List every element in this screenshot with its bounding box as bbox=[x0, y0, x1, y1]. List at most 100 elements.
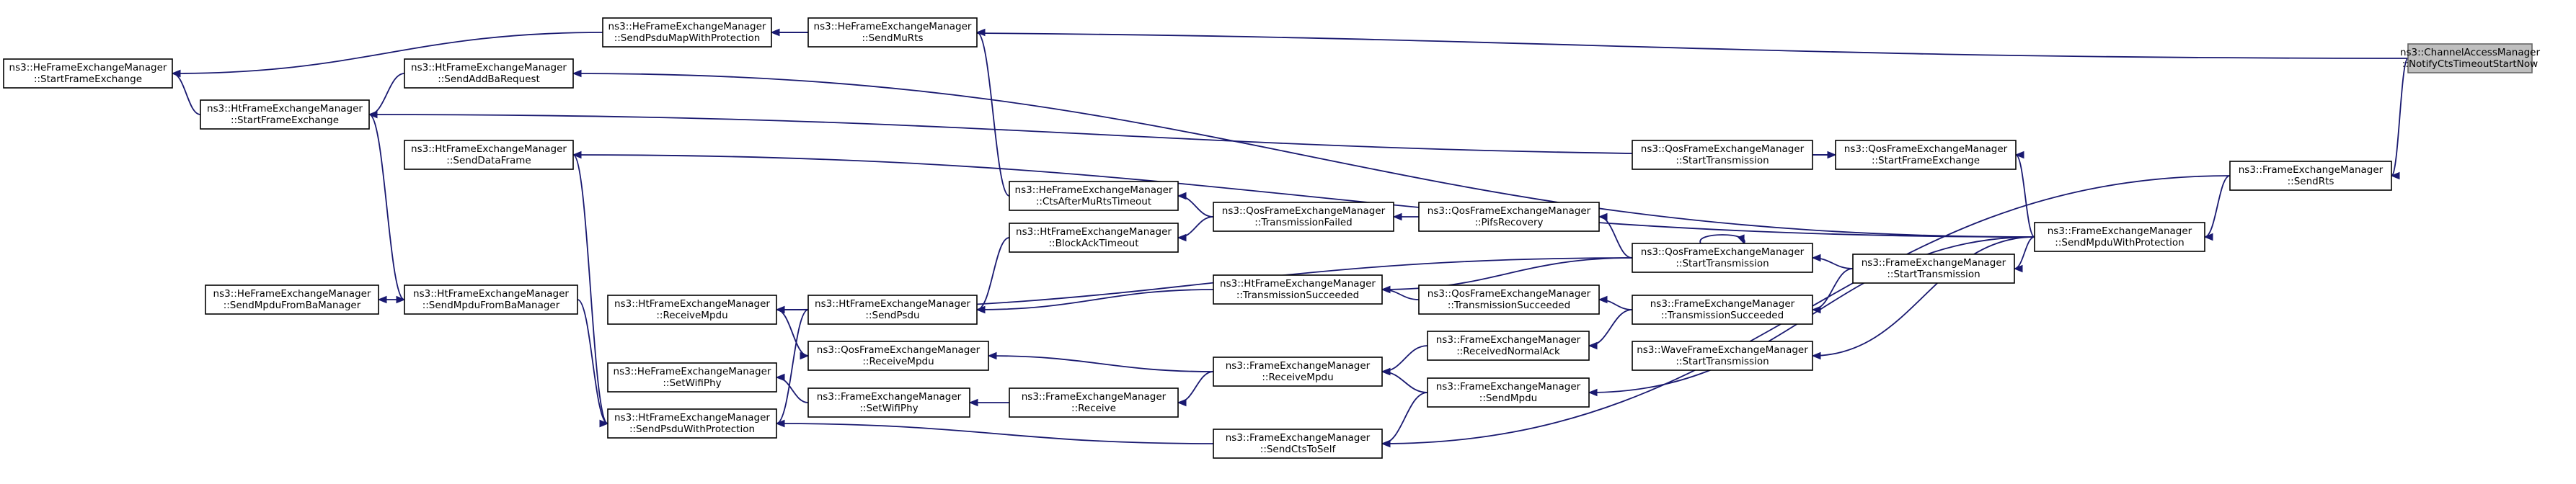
edge-hefem-smr-to-hefem-spmwp bbox=[770, 28, 808, 37]
node-label: ns3::HtFrameExchangeManager bbox=[207, 103, 363, 115]
node-htfem-sp[interactable]: ns3::HtFrameExchangeManager::SendPsdu bbox=[807, 295, 978, 325]
edge-fem-rm-to-qos-rm bbox=[987, 351, 1214, 372]
node-fem-smwp[interactable]: ns3::FrameExchangeManager::SendMpduWithP… bbox=[2034, 222, 2205, 252]
node-box bbox=[404, 284, 578, 315]
node-label: ::TransmissionFailed bbox=[1254, 217, 1352, 228]
node-box bbox=[807, 295, 978, 325]
edge-hefem-camrt-to-hefem-smr bbox=[975, 28, 1010, 197]
edge-line bbox=[1812, 236, 2035, 357]
node-box bbox=[1852, 254, 2015, 284]
node-hefem-smr[interactable]: ns3::HeFrameExchangeManager::SendMuRts bbox=[807, 17, 978, 48]
node-label: ns3::FrameExchangeManager bbox=[1862, 257, 2006, 269]
node-label: ns3::HtFrameExchangeManager bbox=[411, 143, 567, 155]
node-qos-pr[interactable]: ns3::QosFrameExchangeManager::PifsRecove… bbox=[1418, 202, 1600, 232]
edge-arrow bbox=[1598, 212, 1608, 221]
edge-fem-smwp-to-htfem-saba bbox=[572, 69, 2035, 238]
edge-line bbox=[368, 73, 405, 115]
node-label: ::SendPsdu bbox=[865, 310, 919, 321]
node-box bbox=[1213, 357, 1383, 387]
node-label: ns3::FrameExchangeManager bbox=[2048, 225, 2192, 237]
edge-htfem-rm-to-qos-rm bbox=[776, 309, 810, 360]
edge-fem-ts-to-fem-rna bbox=[1588, 309, 1633, 350]
edge-fem-rm-to-fem-recv bbox=[1177, 371, 1214, 407]
node-fem-sm[interactable]: ns3::FrameExchangeManager::SendMpdu bbox=[1427, 377, 1590, 408]
node-wave-st[interactable]: ns3::WaveFrameExchangeManager::StartTran… bbox=[1632, 341, 1813, 371]
node-htfem-sfe[interactable]: ns3::HtFrameExchangeManager::StartFrameE… bbox=[200, 99, 370, 130]
edge-qos-tf-to-hefem-camrt bbox=[1177, 192, 1214, 218]
node-box bbox=[1632, 295, 1813, 325]
node-label: ::StartFrameExchange bbox=[231, 115, 339, 126]
node-htfem-smfbm[interactable]: ns3::HtFrameExchangeManager::SendMpduFro… bbox=[404, 284, 578, 315]
edge-fem-scts-to-htfem-spwp bbox=[775, 419, 1214, 444]
node-label: ::SetWifiPhy bbox=[663, 377, 721, 389]
node-htfem-sdf[interactable]: ns3::HtFrameExchangeManager::SendDataFra… bbox=[404, 140, 574, 170]
node-label: ns3::HeFrameExchangeManager bbox=[1015, 184, 1173, 196]
node-fem-rna[interactable]: ns3::FrameExchangeManager::ReceivedNorma… bbox=[1427, 331, 1590, 361]
edge-arrow bbox=[968, 398, 978, 407]
node-hefem-sfe[interactable]: ns3::HeFrameExchangeManager::StartFrameE… bbox=[3, 58, 173, 89]
node-label: ns3::FrameExchangeManager bbox=[1436, 381, 1581, 393]
node-htfem-spwp[interactable]: ns3::HtFrameExchangeManager::SendPsduWit… bbox=[607, 408, 777, 439]
node-box bbox=[607, 362, 777, 393]
node-qos-st2[interactable]: ns3::QosFrameExchangeManager::StartTrans… bbox=[1632, 243, 1813, 273]
node-htfem-bat[interactable]: ns3::HtFrameExchangeManager::BlockAckTim… bbox=[1009, 223, 1179, 253]
node-qos-st1[interactable]: ns3::QosFrameExchangeManager::StartTrans… bbox=[1632, 140, 1813, 170]
node-box bbox=[1427, 377, 1590, 408]
node-hefem-camrt[interactable]: ns3::HeFrameExchangeManager::CtsAfterMuR… bbox=[1009, 181, 1179, 211]
node-label: ns3::QosFrameExchangeManager bbox=[1428, 288, 1591, 300]
node-label: ns3::QosFrameExchangeManager bbox=[1641, 143, 1805, 155]
node-box bbox=[2229, 161, 2392, 191]
node-box bbox=[1632, 243, 1813, 273]
edge-qos-sfe-to-htfem-sfe bbox=[368, 110, 1836, 156]
edge-line bbox=[2204, 175, 2231, 238]
edge-arrow bbox=[2013, 264, 2023, 273]
node-box bbox=[1427, 331, 1590, 361]
node-label: ns3::QosFrameExchangeManager bbox=[1641, 246, 1805, 258]
node-qos-tf[interactable]: ns3::QosFrameExchangeManager::Transmissi… bbox=[1213, 202, 1394, 232]
node-fem-rm[interactable]: ns3::FrameExchangeManager::ReceiveMpdu bbox=[1213, 357, 1383, 387]
node-label: ::SendCtsToSelf bbox=[1260, 444, 1337, 455]
edge-fem-ts-to-qos-ts bbox=[1598, 295, 1633, 310]
edge-qos-pr-to-qos-tf bbox=[1392, 212, 1420, 221]
edge-htfem-saba-to-htfem-sfe bbox=[368, 73, 405, 119]
node-label: ns3::FrameExchangeManager bbox=[1650, 298, 1795, 310]
edge-fem-sm-to-fem-scts bbox=[1381, 392, 1428, 448]
node-fem-srts[interactable]: ns3::FrameExchangeManager::SendRts bbox=[2229, 161, 2392, 191]
edge-line bbox=[1699, 234, 1745, 244]
edge-htfem-sdf-to-htfem-spwp bbox=[572, 154, 609, 428]
edge-fem-smwp-to-htfem-sdf bbox=[572, 151, 2035, 238]
edge-line bbox=[368, 114, 1836, 156]
node-qos-rm[interactable]: ns3::QosFrameExchangeManager::ReceiveMpd… bbox=[807, 341, 989, 371]
edge-htfem-ts-to-htfem-sp bbox=[975, 289, 1214, 314]
edge-arrow bbox=[770, 28, 780, 37]
node-root[interactable]: ns3::ChannelAccessManager::NotifyCtsTime… bbox=[2400, 43, 2541, 73]
node-fem-scts[interactable]: ns3::FrameExchangeManager::SendCtsToSelf bbox=[1213, 429, 1383, 459]
edge-line bbox=[776, 377, 809, 403]
node-htfem-rm[interactable]: ns3::HtFrameExchangeManager::ReceiveMpdu bbox=[607, 295, 777, 325]
node-label: ::ReceiveMpdu bbox=[656, 310, 727, 321]
node-fem-recv[interactable]: ns3::FrameExchangeManager::Receive bbox=[1009, 387, 1179, 418]
node-fem-ts[interactable]: ns3::FrameExchangeManager::TransmissionS… bbox=[1632, 295, 1813, 325]
node-qos-sfe[interactable]: ns3::QosFrameExchangeManager::StartFrame… bbox=[1835, 140, 2017, 170]
edge-line bbox=[1381, 392, 1428, 444]
edge-line bbox=[368, 114, 405, 300]
edge-arrow bbox=[377, 295, 387, 304]
node-hefem-swp[interactable]: ns3::HeFrameExchangeManager::SetWifiPhy bbox=[607, 362, 777, 393]
node-fem-st[interactable]: ns3::FrameExchangeManager::StartTransmis… bbox=[1852, 254, 2015, 284]
node-box bbox=[205, 284, 379, 315]
node-htfem-ts[interactable]: ns3::HtFrameExchangeManager::Transmissio… bbox=[1213, 274, 1383, 305]
edge-arrow bbox=[975, 305, 986, 314]
edge-arrow bbox=[975, 28, 986, 37]
node-label: ::SendRts bbox=[2288, 176, 2334, 187]
node-label: ns3::HtFrameExchangeManager bbox=[1220, 278, 1376, 290]
node-label: ::TransmissionSucceeded bbox=[1448, 300, 1570, 311]
node-fem-swp[interactable]: ns3::FrameExchangeManager::SetWifiPhy bbox=[807, 387, 970, 418]
edge-arrow bbox=[1381, 285, 1391, 294]
node-box bbox=[1009, 387, 1179, 418]
node-hefem-smfbm[interactable]: ns3::HeFrameExchangeManager::SendMpduFro… bbox=[205, 284, 379, 315]
node-hefem-spmwp[interactable]: ns3::HeFrameExchangeManager::SendPsduMap… bbox=[602, 17, 772, 48]
node-htfem-saba[interactable]: ns3::HtFrameExchangeManager::SendAddBaRe… bbox=[404, 58, 574, 89]
edge-arrow bbox=[171, 69, 181, 78]
node-qos-ts[interactable]: ns3::QosFrameExchangeManager::Transmissi… bbox=[1418, 284, 1600, 315]
node-box bbox=[1418, 202, 1600, 232]
